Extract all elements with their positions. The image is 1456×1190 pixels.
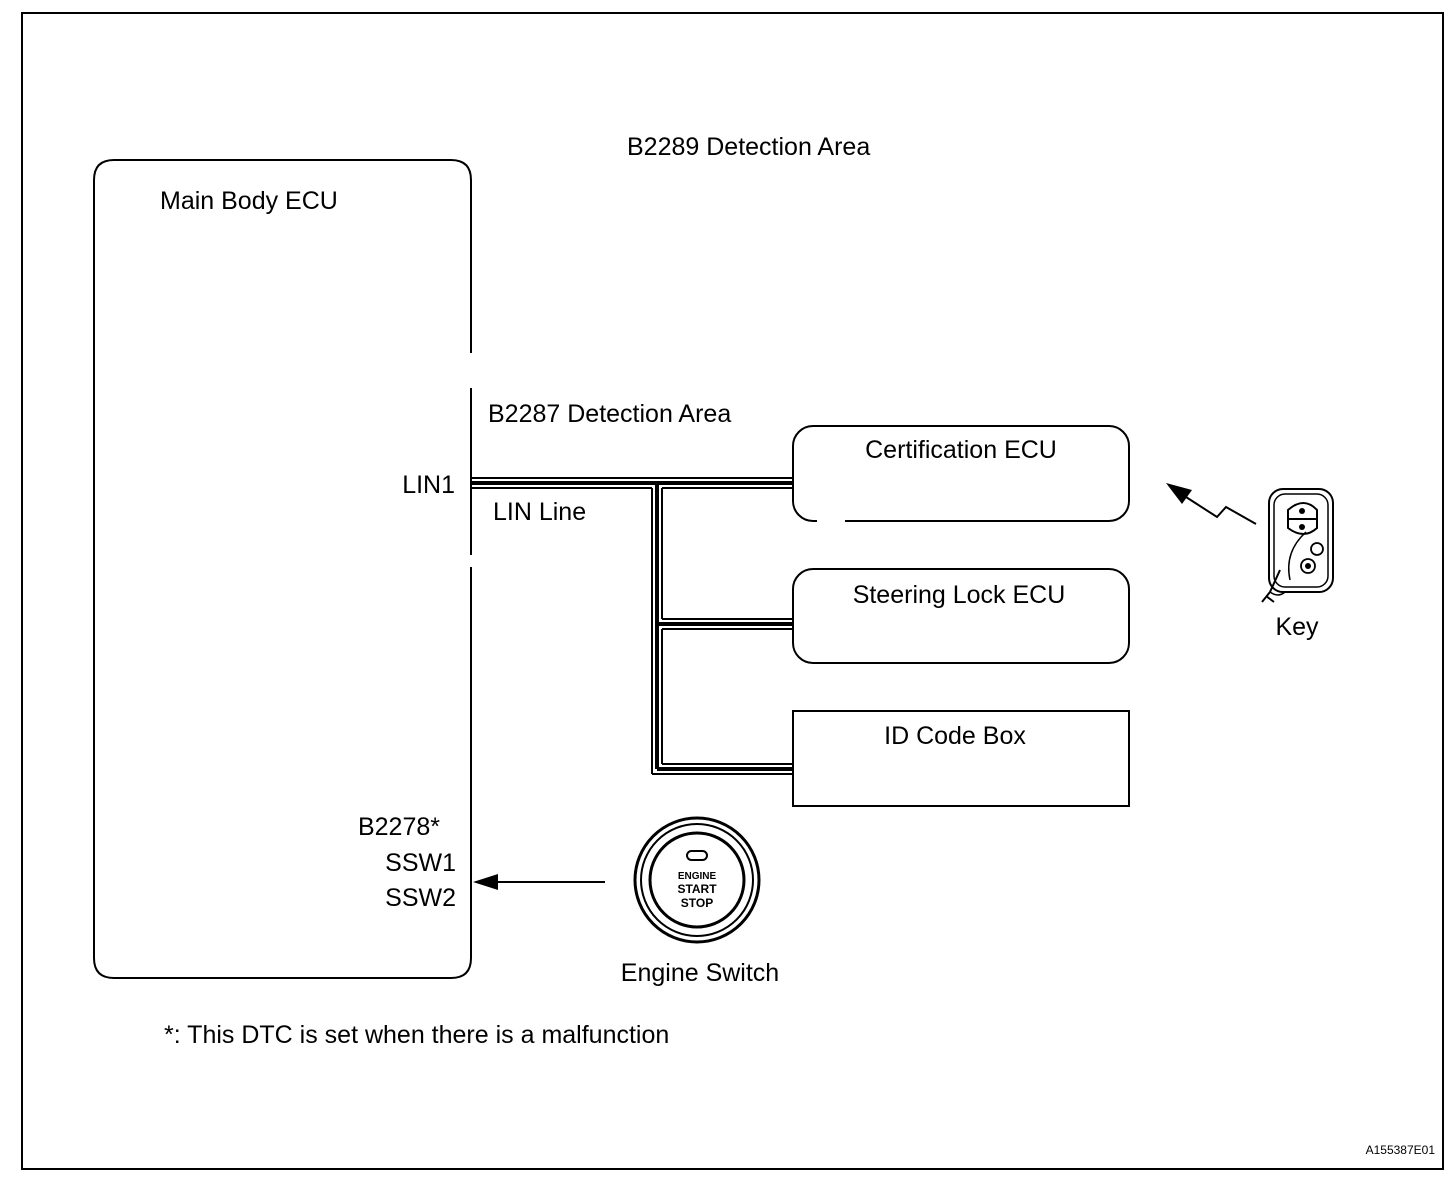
wireless-signal-arrow: [1166, 483, 1257, 525]
lin-line-bus: [471, 477, 793, 775]
lin1-label: LIN1: [402, 471, 455, 499]
main-body-ecu-label: Main Body ECU: [160, 187, 338, 215]
steering-lock-ecu-label: Steering Lock ECU: [853, 581, 1066, 609]
steering-lock-ecu-box: [792, 568, 1130, 664]
engine-switch-arrow: [473, 874, 605, 890]
id-code-box-label: ID Code Box: [884, 722, 1026, 750]
ssw1-label: SSW1: [385, 849, 456, 877]
key-fob-icon: [1261, 488, 1334, 603]
main-body-ecu-box: [93, 159, 472, 979]
ssw2-label: SSW2: [385, 884, 456, 912]
engine-button-line2: START: [677, 882, 717, 896]
certification-ecu-box: [792, 425, 1130, 522]
certification-ecu-label: Certification ECU: [865, 436, 1057, 464]
id-code-box: [792, 710, 1130, 807]
footnote: *: This DTC is set when there is a malfu…: [164, 1021, 669, 1049]
diagram-frame: [21, 12, 1444, 1170]
engine-switch-label: Engine Switch: [621, 959, 779, 987]
engine-button-line3: STOP: [681, 896, 713, 910]
b2287-detection-area-label: B2287 Detection Area: [488, 400, 731, 428]
b2289-detection-area-label: B2289 Detection Area: [627, 133, 870, 161]
engine-switch-icon: ENGINE START STOP: [633, 816, 761, 944]
key-label: Key: [1275, 613, 1319, 641]
b2278-label: B2278*: [358, 813, 440, 841]
engine-button-line1: ENGINE: [678, 871, 717, 882]
lin-line-label: LIN Line: [493, 498, 586, 526]
figure-id: A155387E01: [1366, 1143, 1436, 1157]
